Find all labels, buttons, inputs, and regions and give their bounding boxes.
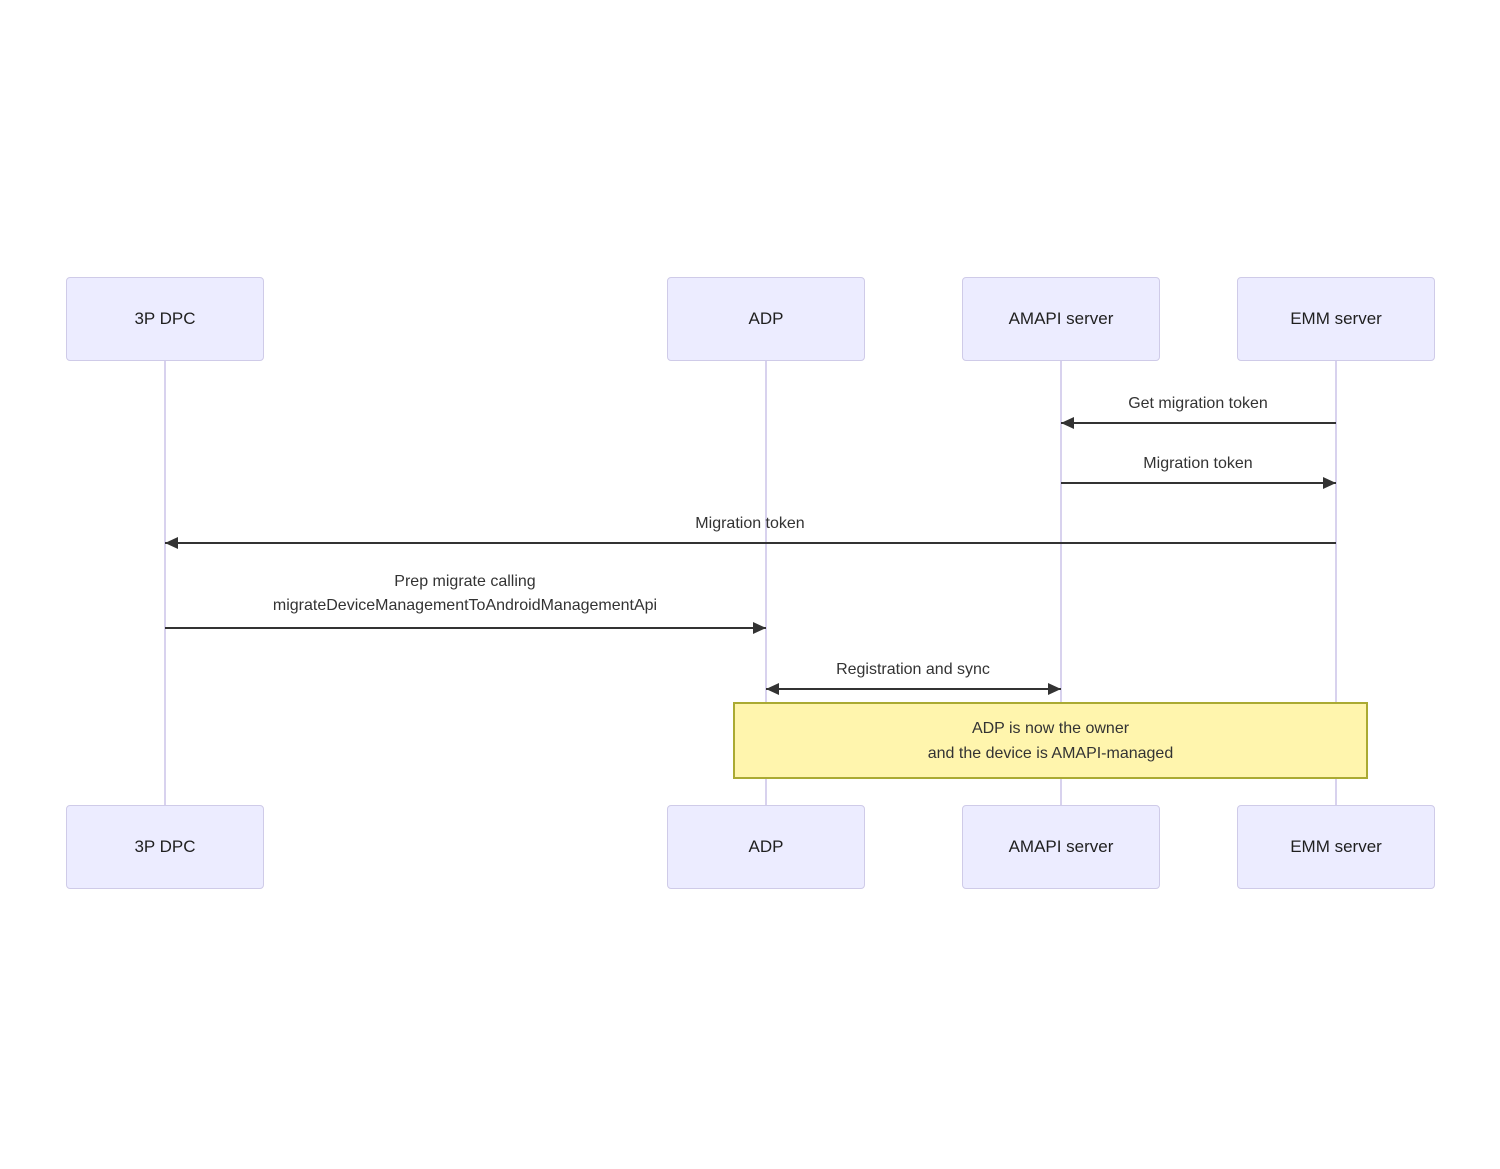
- message-line: [165, 542, 1336, 544]
- message-label: Migration token: [1143, 455, 1253, 472]
- note-line: and the device is AMAPI-managed: [927, 744, 1174, 762]
- message-label: Get migration token: [1128, 395, 1268, 412]
- actor-box-3p-dpc-bottom: 3P DPC: [66, 805, 264, 889]
- arrowhead-left-icon: [1061, 417, 1074, 429]
- arrowhead-left-icon: [165, 537, 178, 549]
- message-label: Registration and sync: [836, 661, 990, 678]
- lifeline-adp: [765, 361, 767, 805]
- message-label-line: migrateDeviceManagementToAndroidManageme…: [272, 597, 658, 614]
- arrowhead-right-icon: [753, 622, 766, 634]
- arrowhead-left-icon: [766, 683, 779, 695]
- actor-box-amapi-server-top: AMAPI server: [962, 277, 1160, 361]
- message-label: Migration token: [695, 515, 805, 532]
- lifeline-emm-server: [1335, 361, 1337, 805]
- message-line: [1061, 482, 1336, 484]
- actor-box-3p-dpc-top: 3P DPC: [66, 277, 264, 361]
- note-line: ADP is now the owner: [971, 719, 1130, 737]
- message-label: Prep migrate calling migrateDeviceManage…: [273, 570, 657, 618]
- actor-box-emm-server-top: EMM server: [1237, 277, 1435, 361]
- actor-box-adp-top: ADP: [667, 277, 865, 361]
- lifeline-3p-dpc: [164, 361, 166, 805]
- message-label-line: Prep migrate calling: [394, 573, 536, 590]
- message-line: [766, 688, 1061, 690]
- message-line: [165, 627, 766, 629]
- arrowhead-right-icon: [1323, 477, 1336, 489]
- actor-box-emm-server-bottom: EMM server: [1237, 805, 1435, 889]
- arrowhead-right-icon: [1048, 683, 1061, 695]
- actor-box-amapi-server-bottom: AMAPI server: [962, 805, 1160, 889]
- message-line: [1061, 422, 1336, 424]
- note-box: ADP is now the owner and the device is A…: [733, 702, 1368, 779]
- lifeline-amapi-server: [1060, 361, 1062, 805]
- actor-box-adp-bottom: ADP: [667, 805, 865, 889]
